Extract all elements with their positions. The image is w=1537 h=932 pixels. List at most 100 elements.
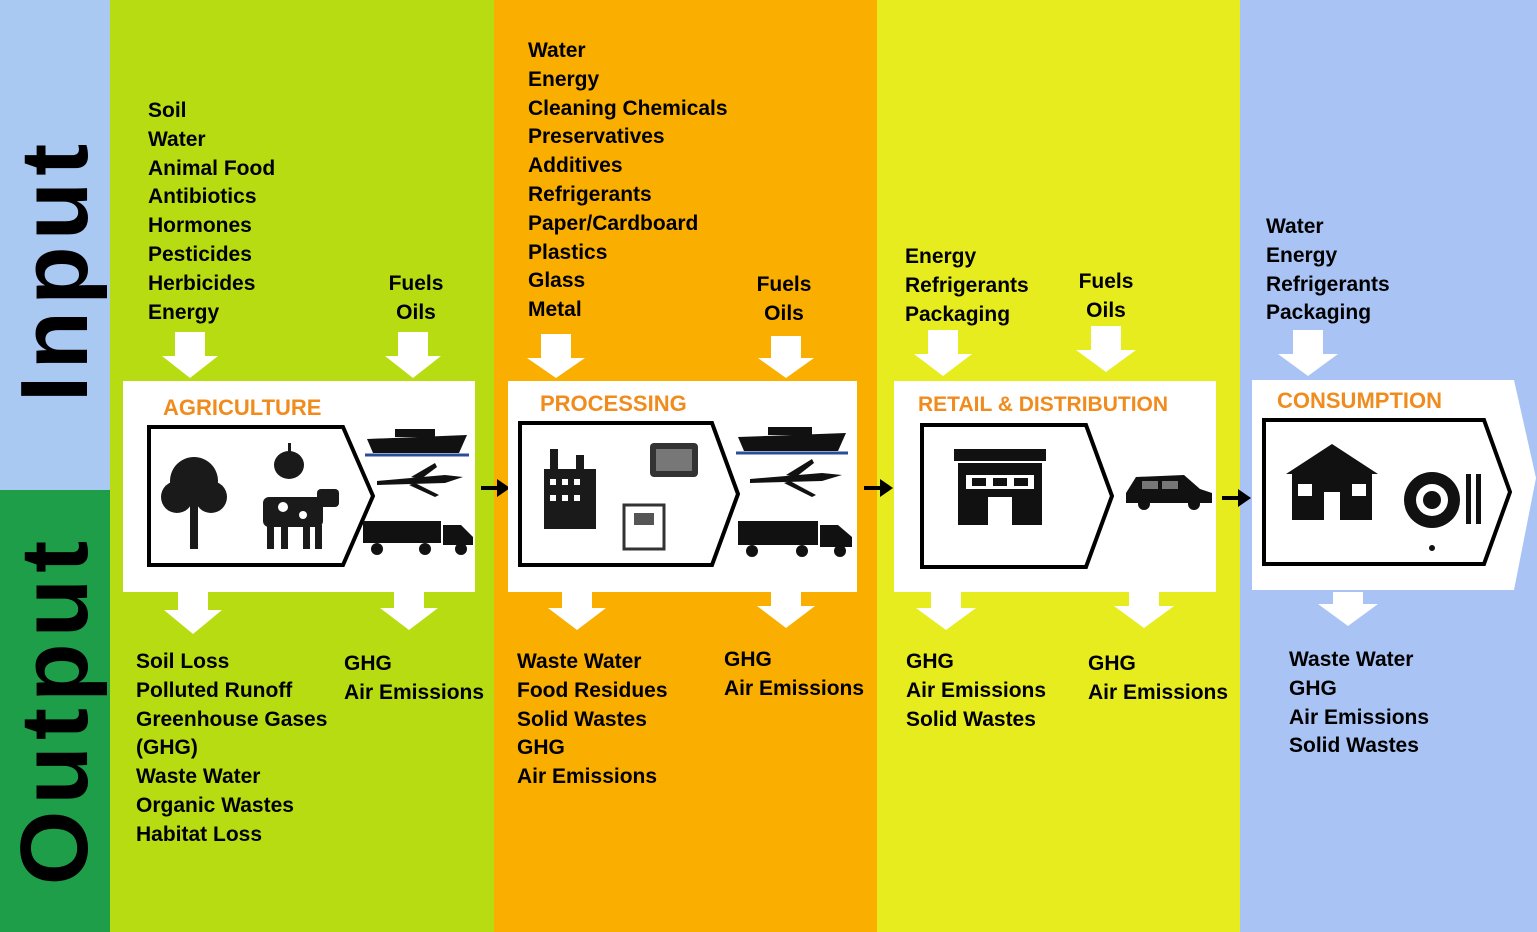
list-item: Oils [396, 300, 436, 324]
list-item: Animal Food [148, 156, 276, 180]
list-item: Solid Wastes [517, 707, 647, 731]
list-item: Refrigerants [905, 273, 1029, 297]
processing-transport-outputs: GHG Air Emissions [724, 646, 864, 704]
output-arrow [164, 592, 222, 634]
cow-icon [263, 489, 339, 549]
list-item: Refrigerants [528, 182, 652, 206]
stage-frame [1262, 418, 1512, 566]
list-item: Refrigerants [1266, 272, 1390, 296]
stage-title: CONSUMPTION [1277, 388, 1442, 413]
list-item: Organic Wastes [136, 793, 294, 817]
list-item: Solid Wastes [1289, 734, 1419, 758]
plate-icon [1404, 472, 1481, 551]
agriculture-stage: AGRICULTURE [123, 381, 475, 592]
list-item: Energy [905, 245, 977, 268]
box-icon [622, 503, 666, 551]
list-item: Water [1266, 215, 1324, 238]
stage-frame [518, 421, 740, 567]
consumption-outputs: Waste Water GHG Air Emissions Solid Wast… [1289, 646, 1429, 761]
tree-icon [161, 457, 227, 549]
list-item: Fuels [756, 273, 812, 296]
output-band: Output [0, 490, 110, 932]
list-item: Packaging [1266, 301, 1372, 325]
list-item: Antibiotics [148, 185, 257, 209]
input-arrow [914, 330, 972, 376]
input-band: Input [0, 0, 110, 490]
store-icon [954, 449, 1046, 525]
processing-transport-inputs: Fuels Oils [756, 271, 812, 329]
list-item: Fuels [1078, 270, 1134, 293]
flow-arrow [864, 474, 894, 509]
list-item: GHG [517, 736, 565, 760]
list-item: Pesticides [148, 242, 252, 266]
retail-stage: RETAIL & DISTRIBUTION [894, 381, 1216, 592]
list-item: Glass [528, 269, 586, 293]
airplane-icon [750, 459, 842, 497]
flow-arrow [1222, 484, 1252, 519]
retail-transport-outputs: GHG Air Emissions [1088, 650, 1228, 708]
list-item: Oils [1086, 298, 1126, 322]
car-icon [1126, 475, 1212, 510]
list-item: GHG [1088, 652, 1136, 675]
stage-title: PROCESSING [540, 391, 687, 416]
list-item: Air Emissions [1088, 680, 1229, 704]
list-item: Solid Wastes [906, 707, 1036, 731]
input-arrow [385, 332, 441, 378]
list-item: Packaging [905, 302, 1011, 326]
apple-icon [274, 443, 304, 479]
input-side-label: Input [1, 137, 108, 403]
stage-title: AGRICULTURE [163, 395, 322, 420]
list-item: Waste Water [1289, 648, 1414, 671]
truck-icon [363, 521, 473, 555]
list-item: Air Emissions [906, 678, 1047, 702]
list-item: Soil Loss [136, 650, 230, 673]
processing-inputs: Water Energy Cleaning Chemicals Preserva… [528, 37, 728, 325]
agriculture-outputs: Soil Loss Polluted Runoff Greenhouse Gas… [136, 648, 327, 850]
airplane-icon [377, 463, 463, 497]
house-icon [1286, 444, 1378, 520]
consumption-stage [1252, 380, 1536, 590]
agriculture-transport-inputs: Fuels Oils [388, 270, 444, 328]
list-item: GHG [344, 652, 392, 675]
agriculture-inputs: Soil Water Animal Food Antibiotics Hormo… [148, 97, 275, 327]
list-item: Metal [528, 298, 582, 322]
list-item: Food Residues [517, 678, 668, 702]
package-icon [650, 443, 698, 477]
list-item: Soil [148, 99, 187, 122]
retail-transport-inputs: Fuels Oils [1078, 268, 1134, 326]
agriculture-transport-outputs: GHG Air Emissions [344, 650, 484, 708]
consumption-inputs: Water Energy Refrigerants Packaging [1266, 213, 1390, 328]
list-item: Air Emissions [724, 676, 865, 700]
output-arrow [548, 592, 606, 630]
list-item: GHG [1289, 676, 1337, 700]
input-arrow [527, 334, 585, 378]
list-item: Cleaning Chemicals [528, 96, 728, 120]
processing-stage: PROCESSING [508, 381, 857, 592]
list-item: Hormones [148, 214, 252, 238]
list-item: Waste Water [136, 765, 261, 789]
list-item: Air Emissions [1289, 705, 1430, 729]
list-item: Water [528, 39, 586, 62]
flow-arrow [481, 474, 511, 509]
output-arrow [1318, 592, 1378, 626]
list-item: Energy [148, 300, 220, 324]
input-arrow [162, 332, 218, 378]
list-item: Habitat Loss [136, 822, 263, 846]
input-arrow [1076, 326, 1136, 372]
list-item: GHG [724, 648, 772, 671]
list-item: Plastics [528, 240, 608, 264]
output-arrow [757, 592, 815, 628]
list-item: Air Emissions [517, 765, 658, 789]
processing-outputs: Waste Water Food Residues Solid Wastes G… [517, 648, 668, 792]
list-item: Energy [1266, 243, 1338, 267]
stage-frame [147, 425, 375, 567]
input-arrow [758, 336, 814, 378]
ship-icon [365, 429, 469, 457]
output-arrow [916, 592, 976, 630]
stage-title: RETAIL & DISTRIBUTION [918, 393, 1169, 416]
ship-icon [736, 427, 848, 455]
list-item: Greenhouse Gases [136, 707, 328, 731]
list-item: Energy [528, 67, 600, 91]
truck-icon [738, 521, 852, 557]
list-item: Waste Water [517, 650, 642, 673]
